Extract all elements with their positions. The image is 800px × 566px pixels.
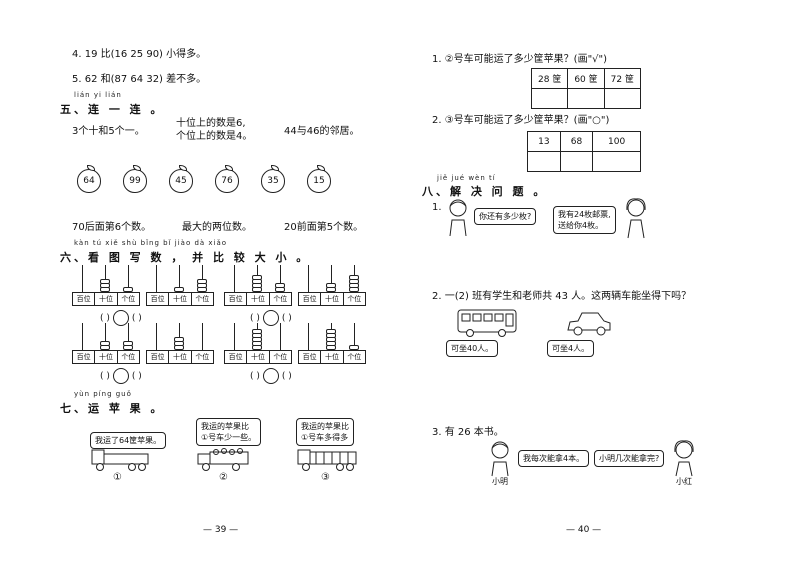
clue-digit-line1: 十位上的数是6, [176, 118, 246, 129]
abacus: 百位十位个位 [146, 262, 214, 306]
xiaohong-icon [674, 440, 694, 477]
name-xiaohong: 小红 [676, 477, 692, 486]
apple-35[interactable]: 35 [261, 165, 285, 193]
problem-1-bubble-stamps: 我有24枚邮票,送给你4枚。 [553, 206, 616, 234]
car-capacity-label: 可坐4人。 [547, 340, 595, 357]
girl-icon [626, 198, 646, 239]
problem-3-bubble-xiaohong: 小明几次能拿完? [594, 450, 665, 467]
bus-capacity-label: 可坐40人。 [446, 340, 499, 357]
question-4: 4. 19 比(16 25 90) 小得多。 [72, 49, 207, 60]
bus-icon [457, 309, 517, 337]
apple-99[interactable]: 99 [123, 165, 147, 193]
abacus: 百位十位个位 [72, 320, 140, 364]
truck1-icon [91, 449, 149, 471]
truck1-number: ① [113, 472, 122, 483]
apple-15[interactable]: 15 [307, 165, 331, 193]
problem-3: 3. 有 26 本书。 [432, 427, 504, 438]
truck1-speech: 我运了64筐苹果。 [90, 432, 167, 449]
abacus: 百位十位个位 [72, 262, 140, 306]
name-xiaoming: 小明 [492, 477, 508, 486]
question-5: 5. 62 和(87 64 32) 差不多。 [72, 74, 207, 85]
boy-icon [449, 199, 467, 237]
problem-1-number: 1. [432, 202, 442, 213]
compare-row-1a[interactable]: ( )( ) [100, 310, 142, 326]
abacus: 百位十位个位 [224, 262, 292, 306]
clue-largest: 最大的两位数。 [182, 222, 252, 233]
abacus: 百位十位个位 [224, 320, 292, 364]
section8-title: 八、解 决 问 题 。 [422, 185, 548, 198]
abacus: 百位十位个位 [298, 320, 366, 364]
clue-neighbor: 44与46的邻居。 [284, 126, 360, 137]
problem-1-bubble-question: 你还有多少枚? [474, 208, 537, 225]
apple-64[interactable]: 64 [77, 165, 101, 193]
section7-title: 七、运 苹 果 。 [60, 402, 165, 415]
problem-3-bubble-xiaoming: 我每次能拿4本。 [518, 450, 590, 467]
section5-pinyin: lián yi lián [74, 91, 122, 99]
clue-before-20: 20前面第5个数。 [284, 222, 364, 233]
truck2-number: ② [219, 472, 228, 483]
compare-row-1b[interactable]: ( )( ) [250, 310, 292, 326]
page-number-left: — 39 — [203, 525, 239, 535]
section6-title: 六、看 图 写 数 ， 并 比 较 大 小 。 [60, 251, 311, 264]
question-2: 2. ③号车可能运了多少筐苹果？(画"○") [432, 115, 610, 126]
truck2-icon [197, 448, 249, 471]
section5-title: 五、连 一 连 。 [60, 103, 165, 116]
abacus: 百位十位个位 [146, 320, 214, 364]
abacus: 百位十位个位 [298, 262, 366, 306]
truck3-icon [297, 449, 357, 471]
page-number-right: — 40 — [566, 525, 602, 535]
truck3-number: ③ [321, 472, 330, 483]
compare-row-2b[interactable]: ( )( ) [250, 368, 292, 384]
apple-76[interactable]: 76 [215, 165, 239, 193]
clue-digit-line2: 个位上的数是4。 [176, 131, 253, 142]
xiaoming-icon [491, 441, 509, 477]
problem-2: 2. 一(2) 班有学生和老师共 43 人。这两辆车能坐得下吗？ [432, 291, 692, 302]
clue-after-70: 70后面第6个数。 [72, 222, 152, 233]
section8-pinyin: jiě jué wèn tí [437, 174, 496, 182]
section6-pinyin: kàn tú xiě shù bǐng bǐ jiào dà xiǎo [74, 239, 228, 247]
car-icon [567, 312, 611, 336]
compare-row-2a[interactable]: ( )( ) [100, 368, 142, 384]
section7-pinyin: yùn píng guǒ [74, 390, 132, 398]
apple-45[interactable]: 45 [169, 165, 193, 193]
clue-tens-ones: 3个十和5个一。 [72, 126, 145, 137]
question-1: 1. ②号车可能运了多少筐苹果？(画"√") [432, 54, 608, 65]
